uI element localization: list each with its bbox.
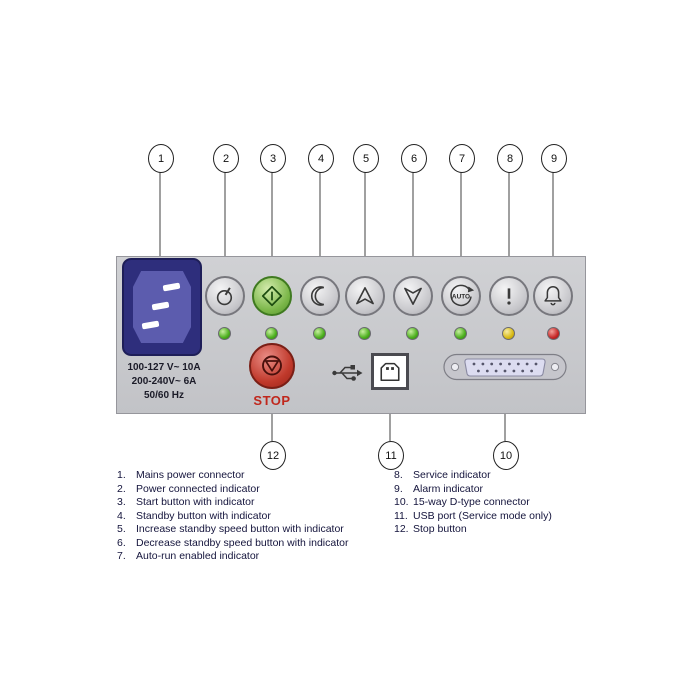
callout-1: 1 xyxy=(148,144,174,173)
legend-text: Stop button xyxy=(413,523,467,535)
legend-item-10: 10. 15-way D-type connector xyxy=(394,496,594,510)
standby-button xyxy=(300,276,340,316)
callout-11: 11 xyxy=(378,441,404,470)
legend-num: 8. xyxy=(394,469,403,481)
legend-text: Service indicator xyxy=(413,469,491,481)
power-connected-indicator xyxy=(205,276,245,316)
legend-left: 1. Mains power connector 2. Power connec… xyxy=(117,469,389,564)
alarm-bell-icon xyxy=(544,286,562,306)
legend-num: 5. xyxy=(117,523,126,535)
legend-num: 10. xyxy=(394,496,409,508)
legend-item-4: 4. Standby button with indicator xyxy=(117,510,389,524)
legend-text: Decrease standby speed button with indic… xyxy=(136,536,349,549)
legend-text: Start button with indicator xyxy=(136,496,255,508)
start-icon xyxy=(261,285,283,307)
legend-num: 12. xyxy=(394,523,409,535)
legend-item-3: 3. Start button with indicator xyxy=(117,496,389,510)
legend-text: Standby button with indicator xyxy=(136,509,271,522)
auto-run-icon: AUTO xyxy=(450,284,475,307)
service-indicator xyxy=(489,276,529,316)
decrease-speed-icon xyxy=(404,287,422,305)
stop-label: STOP xyxy=(253,393,291,408)
callout-3: 3 xyxy=(260,144,286,173)
stop-icon xyxy=(262,355,282,376)
start-button xyxy=(252,276,292,316)
legend-num: 3. xyxy=(117,496,126,508)
legend-item-6: 6. Decrease standby speed button with in… xyxy=(117,537,389,551)
legend-right: 8. Service indicator 9. Alarm indicator … xyxy=(394,469,594,537)
legend-text: Alarm indicator xyxy=(413,482,484,495)
mains-prong xyxy=(151,301,170,311)
legend-num: 11. xyxy=(394,509,408,522)
increase-speed-led xyxy=(358,327,371,340)
alarm-indicator xyxy=(533,276,573,316)
legend-text: Power connected indicator xyxy=(136,482,260,495)
decrease-speed-button xyxy=(393,276,433,316)
legend-item-8: 8. Service indicator xyxy=(394,469,594,483)
mains-prong xyxy=(162,282,181,292)
legend-text: 15-way D-type connector xyxy=(413,496,530,508)
legend-text: Increase standby speed button with indic… xyxy=(136,523,344,535)
mains-inlet-face xyxy=(133,271,191,343)
legend-text: Auto-run enabled indicator xyxy=(136,550,260,562)
callout-7: 7 xyxy=(449,144,475,173)
legend-text: USB port (Service mode only) xyxy=(413,509,552,522)
usb-symbol-icon xyxy=(332,365,363,381)
legend-num: 7. xyxy=(117,550,126,562)
increase-speed-icon xyxy=(356,287,374,305)
legend-item-11: 11. USB port (Service mode only) xyxy=(394,510,594,524)
legend-item-12: 12. Stop button xyxy=(394,523,594,537)
mains-prong xyxy=(141,320,160,330)
mains-power-connector xyxy=(122,258,202,356)
service-led xyxy=(502,327,515,340)
standby-moon-icon xyxy=(310,286,325,306)
start-led xyxy=(265,327,278,340)
legend-num: 1. xyxy=(117,469,126,481)
usb-port xyxy=(371,353,409,390)
voltage-line-3: 50/60 Hz xyxy=(143,390,185,401)
callout-8: 8 xyxy=(497,144,523,173)
callout-2: 2 xyxy=(213,144,239,173)
callout-5: 5 xyxy=(353,144,379,173)
voltage-ratings: 100-127 V~ 10A 200-240V~ 6A 50/60 Hz xyxy=(114,361,214,403)
legend-text: Mains power connector xyxy=(136,469,245,481)
callout-6: 6 xyxy=(401,144,427,173)
auto-run-indicator: AUTO xyxy=(441,276,481,316)
legend-num: 4. xyxy=(117,509,126,522)
legend-item-5: 5. Increase standby speed button with in… xyxy=(117,523,389,537)
legend-num: 2. xyxy=(117,482,126,495)
auto-run-led xyxy=(454,327,467,340)
callout-4: 4 xyxy=(308,144,334,173)
stop-button xyxy=(249,343,295,389)
increase-speed-button xyxy=(345,276,385,316)
legend-num: 9. xyxy=(394,482,403,495)
service-exclamation-icon xyxy=(507,288,511,305)
standby-led xyxy=(313,327,326,340)
usb-b-socket-icon xyxy=(380,362,400,382)
decrease-speed-led xyxy=(406,327,419,340)
legend-item-1: 1. Mains power connector xyxy=(117,469,389,483)
legend-num: 6. xyxy=(117,536,126,549)
legend-item-7: 7. Auto-run enabled indicator xyxy=(117,550,389,564)
callout-9: 9 xyxy=(541,144,567,173)
alarm-led xyxy=(547,327,560,340)
voltage-line-2: 200-240V~ 6A xyxy=(131,376,197,387)
callout-10: 10 xyxy=(493,441,519,470)
callout-12: 12 xyxy=(260,441,286,470)
legend-item-2: 2. Power connected indicator xyxy=(117,483,389,497)
d-type-connector xyxy=(443,353,567,381)
power-connected-led xyxy=(218,327,231,340)
voltage-line-1: 100-127 V~ 10A xyxy=(127,362,201,373)
power-connected-icon xyxy=(216,287,233,306)
auto-label: AUTO xyxy=(452,293,470,300)
legend-item-9: 9. Alarm indicator xyxy=(394,483,594,497)
